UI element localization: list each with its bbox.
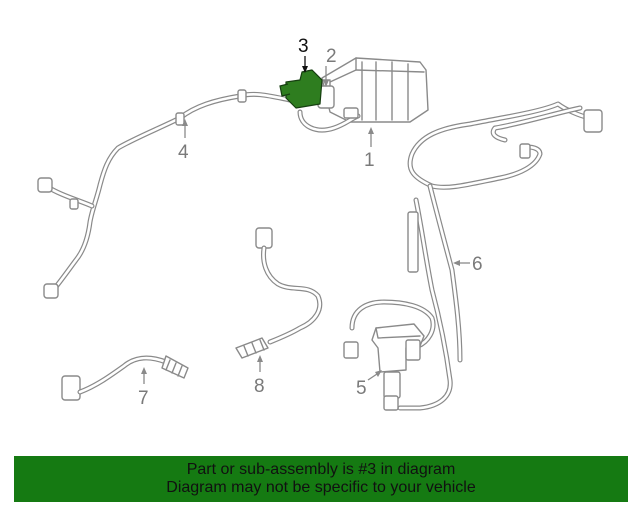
svg-text:2: 2	[326, 46, 337, 67]
svg-text:3: 3	[298, 36, 309, 57]
callout-7: 7	[138, 367, 149, 409]
callout-8: 8	[254, 355, 265, 397]
svg-text:5: 5	[356, 378, 367, 399]
svg-text:8: 8	[254, 376, 265, 397]
svg-text:4: 4	[178, 142, 189, 163]
svg-text:7: 7	[138, 388, 149, 409]
callout-6: 6	[453, 254, 483, 275]
callout-1: 1	[364, 127, 375, 171]
part-4-harness	[37, 89, 293, 299]
part-5-purge-valve	[343, 299, 436, 411]
part-7-sensor	[61, 355, 189, 401]
svg-text:6: 6	[472, 254, 483, 275]
banner-line-1: Part or sub-assembly is #3 in diagram	[186, 461, 456, 478]
callout-5: 5	[356, 370, 382, 399]
callout-4: 4	[178, 119, 189, 163]
part-3-highlighted	[279, 69, 323, 109]
callout-2: 2	[323, 46, 337, 87]
part-1-canister	[297, 57, 429, 133]
svg-text:1: 1	[364, 150, 375, 171]
callout-3: 3	[298, 36, 309, 73]
part-6-hose	[397, 101, 603, 411]
part-8-sensor	[235, 227, 323, 359]
banner-line-2: Diagram may not be specific to your vehi…	[166, 479, 476, 496]
info-banner: Part or sub-assembly is #3 in diagram Di…	[14, 456, 628, 502]
